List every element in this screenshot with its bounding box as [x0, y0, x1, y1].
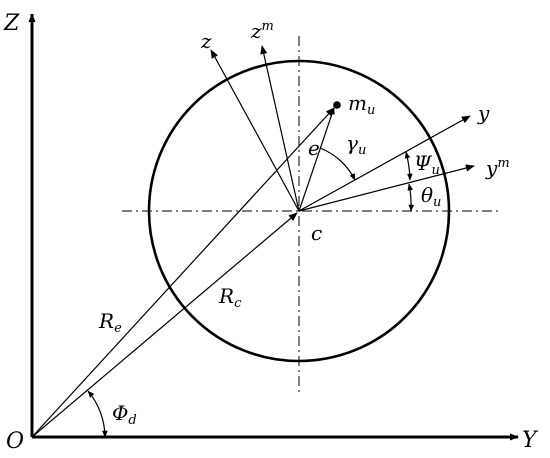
rc-label: Rc: [218, 284, 242, 311]
theta-u-label: θu: [421, 183, 441, 210]
unbalance-mass-label: mu: [348, 91, 375, 118]
theta-u-arc: [407, 183, 415, 212]
rc-vector: [31, 212, 298, 438]
eccentricity-label: e: [308, 136, 320, 160]
center-label: c: [311, 221, 322, 245]
psi-u-arc: [404, 151, 413, 181]
zm-axis-label: zm: [250, 19, 274, 43]
unbalance-mass-sub: u: [367, 103, 375, 118]
re-label: Re: [98, 309, 122, 336]
phi-d-arc: [87, 390, 108, 438]
gamma-u-arc: [319, 147, 356, 181]
unbalance-mass-point: [333, 101, 341, 109]
ym-axis: [298, 164, 475, 212]
ym-axis-label: ym: [485, 156, 510, 180]
y-axis-label: y: [477, 101, 490, 125]
psi-u-label: Ψu: [414, 151, 440, 178]
eccentricity-vector: [298, 107, 335, 212]
re-vector: [31, 107, 335, 438]
horizontal-axis-label: Y: [522, 428, 539, 453]
unbalance-mass-base: m: [348, 91, 367, 115]
zm-axis: [260, 45, 300, 212]
origin-label: O: [6, 429, 24, 454]
gamma-u-label: γu: [346, 131, 366, 158]
z-axis: [210, 49, 300, 212]
y-axis: [298, 115, 471, 212]
z-axis-label: z: [200, 29, 212, 53]
vertical-axis-label: Z: [3, 11, 20, 36]
phi-d-label: Φd: [112, 401, 137, 428]
